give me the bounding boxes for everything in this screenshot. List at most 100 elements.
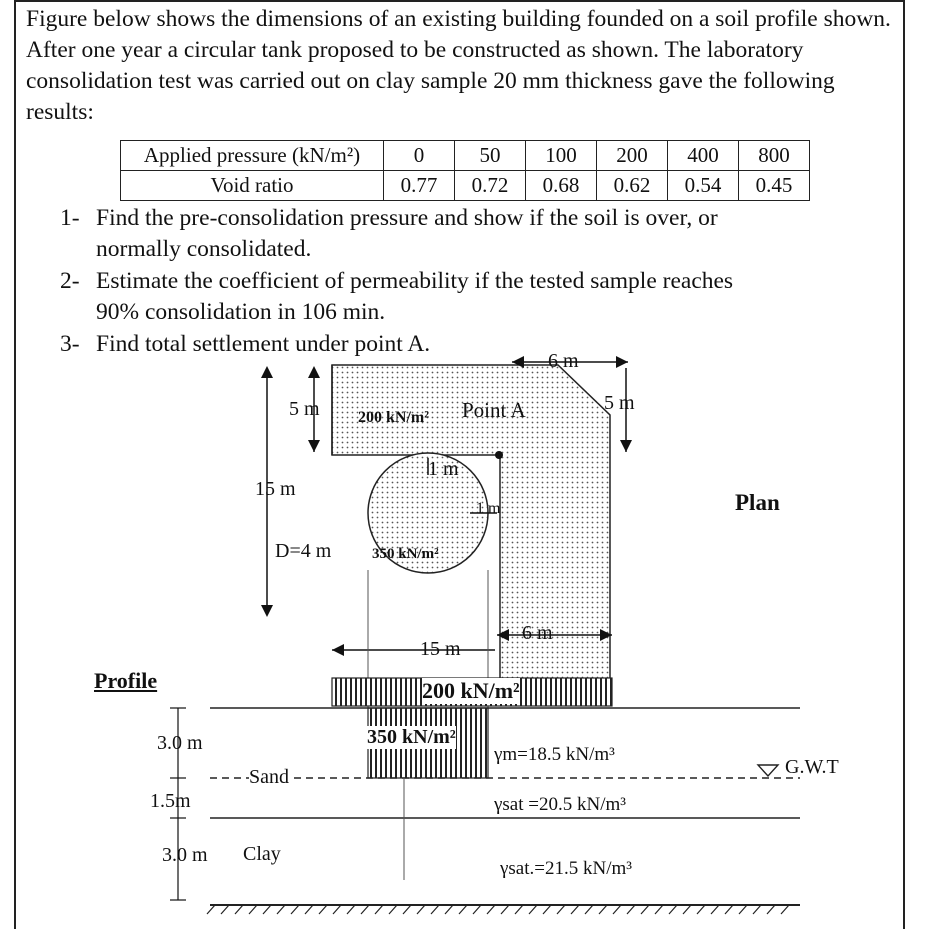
question-text: normally consolidated. <box>96 236 312 262</box>
arrow-left <box>332 644 344 656</box>
hatch-line <box>430 904 440 915</box>
consolidation-results-table: Applied pressure (kN/m²) 0 50 100 200 40… <box>120 140 810 201</box>
arrow-down <box>308 440 320 452</box>
hatch-line <box>318 904 328 915</box>
layer-height-3: 3.0 m <box>162 844 208 866</box>
hatch-line <box>262 904 272 915</box>
hatch-line <box>738 904 748 915</box>
dim-15m-label: 15 m <box>255 478 296 500</box>
left-border <box>14 0 16 929</box>
point-a-marker <box>495 451 503 459</box>
pressure-cell: 400 <box>667 140 739 171</box>
hatch-line <box>724 904 734 915</box>
hatch-line <box>234 904 244 915</box>
hatch-line <box>752 904 762 915</box>
arrow-left <box>497 629 509 641</box>
question-text: Estimate the coefficient of permeability… <box>96 268 734 294</box>
dim-1m-top-label: 1 m <box>428 458 459 480</box>
point-a-label: Point A <box>462 398 526 422</box>
hatch-line <box>626 904 636 915</box>
hatch-line <box>472 904 482 915</box>
hatch-line <box>304 904 314 915</box>
hatch-line <box>332 904 342 915</box>
void-ratio-cell: 0.54 <box>667 170 739 201</box>
void-ratio-cell: 0.62 <box>596 170 668 201</box>
profile-building-load: 200 kN/m² <box>422 678 520 704</box>
pressure-cell: 100 <box>525 140 597 171</box>
hatch-line <box>346 904 356 915</box>
hatch-line <box>542 904 552 915</box>
hatch-line <box>248 904 258 915</box>
tank-load-label: 350 kN/m² <box>372 546 439 562</box>
hatch-line <box>528 904 538 915</box>
dim-5m-right-label: 5 m <box>604 392 635 414</box>
hatch-line <box>486 904 496 915</box>
hatch-line <box>682 904 692 915</box>
dim-5m-left-label: 5 m <box>289 398 320 420</box>
arrow-right <box>616 356 628 368</box>
hatch-line <box>696 904 706 915</box>
hatch-line <box>444 904 454 915</box>
hatch-line <box>388 904 398 915</box>
hatch-line <box>206 904 216 915</box>
unit-weight-moist: γm=18.5 kN/m³ <box>494 744 615 765</box>
table-row-label: Void ratio <box>120 170 384 201</box>
void-ratio-cell: 0.45 <box>738 170 810 201</box>
building-load-label: 200 kN/m² <box>358 409 430 426</box>
layer-height-1: 3.0 m <box>157 732 203 754</box>
hatch-line <box>416 904 426 915</box>
clay-label: Clay <box>243 843 281 865</box>
arrow-left <box>512 356 524 368</box>
hatch-line <box>556 904 566 915</box>
question-number: 2- <box>60 268 80 294</box>
question-number: 1- <box>60 205 80 231</box>
right-border <box>903 0 905 929</box>
arrow-down <box>261 605 273 617</box>
table-row: Void ratio 0.77 0.72 0.68 0.62 0.54 0.45 <box>120 170 810 201</box>
hatch-line <box>500 904 510 915</box>
hatch-line <box>402 904 412 915</box>
hatch-line <box>374 904 384 915</box>
hatch-line <box>710 904 720 915</box>
hatch-line <box>514 904 524 915</box>
void-ratio-cell: 0.68 <box>525 170 597 201</box>
gwt-label: G.W.T <box>785 756 839 778</box>
void-ratio-cell: 0.77 <box>383 170 455 201</box>
hatch-line <box>360 904 370 915</box>
hatch-line <box>276 904 286 915</box>
hatch-line <box>766 904 776 915</box>
hatch-line <box>612 904 622 915</box>
layer-height-2: 1.5m <box>150 790 191 812</box>
top-border <box>14 0 904 2</box>
hatch-line <box>570 904 580 915</box>
question-number: 3- <box>60 331 80 357</box>
dim-6m-top-label: 6 m <box>548 350 579 372</box>
hatch-line <box>584 904 594 915</box>
hatch-line <box>654 904 664 915</box>
hatch-line <box>290 904 300 915</box>
pressure-cell: 50 <box>454 140 526 171</box>
arrow-down <box>620 440 632 452</box>
gwt-symbol <box>756 764 780 778</box>
tank-diameter-label: D=4 m <box>275 540 332 562</box>
unit-weight-sat-clay: γsat.=21.5 kN/m³ <box>500 858 632 879</box>
arrow-right <box>600 629 612 641</box>
void-ratio-cell: 0.72 <box>454 170 526 201</box>
unit-weight-sat-sand: γsat =20.5 kN/m³ <box>494 794 626 815</box>
dim-1m-right-label: 1 m <box>476 500 501 517</box>
question-text: Find the pre-consolidation pressure and … <box>96 205 718 231</box>
dim-15m-bottom-label: 15 m <box>420 638 461 660</box>
pressure-cell: 800 <box>738 140 810 171</box>
plan-title: Plan <box>735 490 780 515</box>
profile-title: Profile <box>94 668 158 693</box>
profile-tank-load: 350 kN/m² <box>367 726 456 749</box>
hatch-line <box>780 904 790 915</box>
sand-label: Sand <box>249 766 289 789</box>
question-text: 90% consolidation in 106 min. <box>96 299 386 325</box>
arrow-up <box>308 366 320 378</box>
hatch-line <box>668 904 678 915</box>
problem-intro: Figure below shows the dimensions of an … <box>26 6 891 125</box>
dim-6m-bottom-label: 6 m <box>522 622 553 644</box>
hatch-line <box>598 904 608 915</box>
